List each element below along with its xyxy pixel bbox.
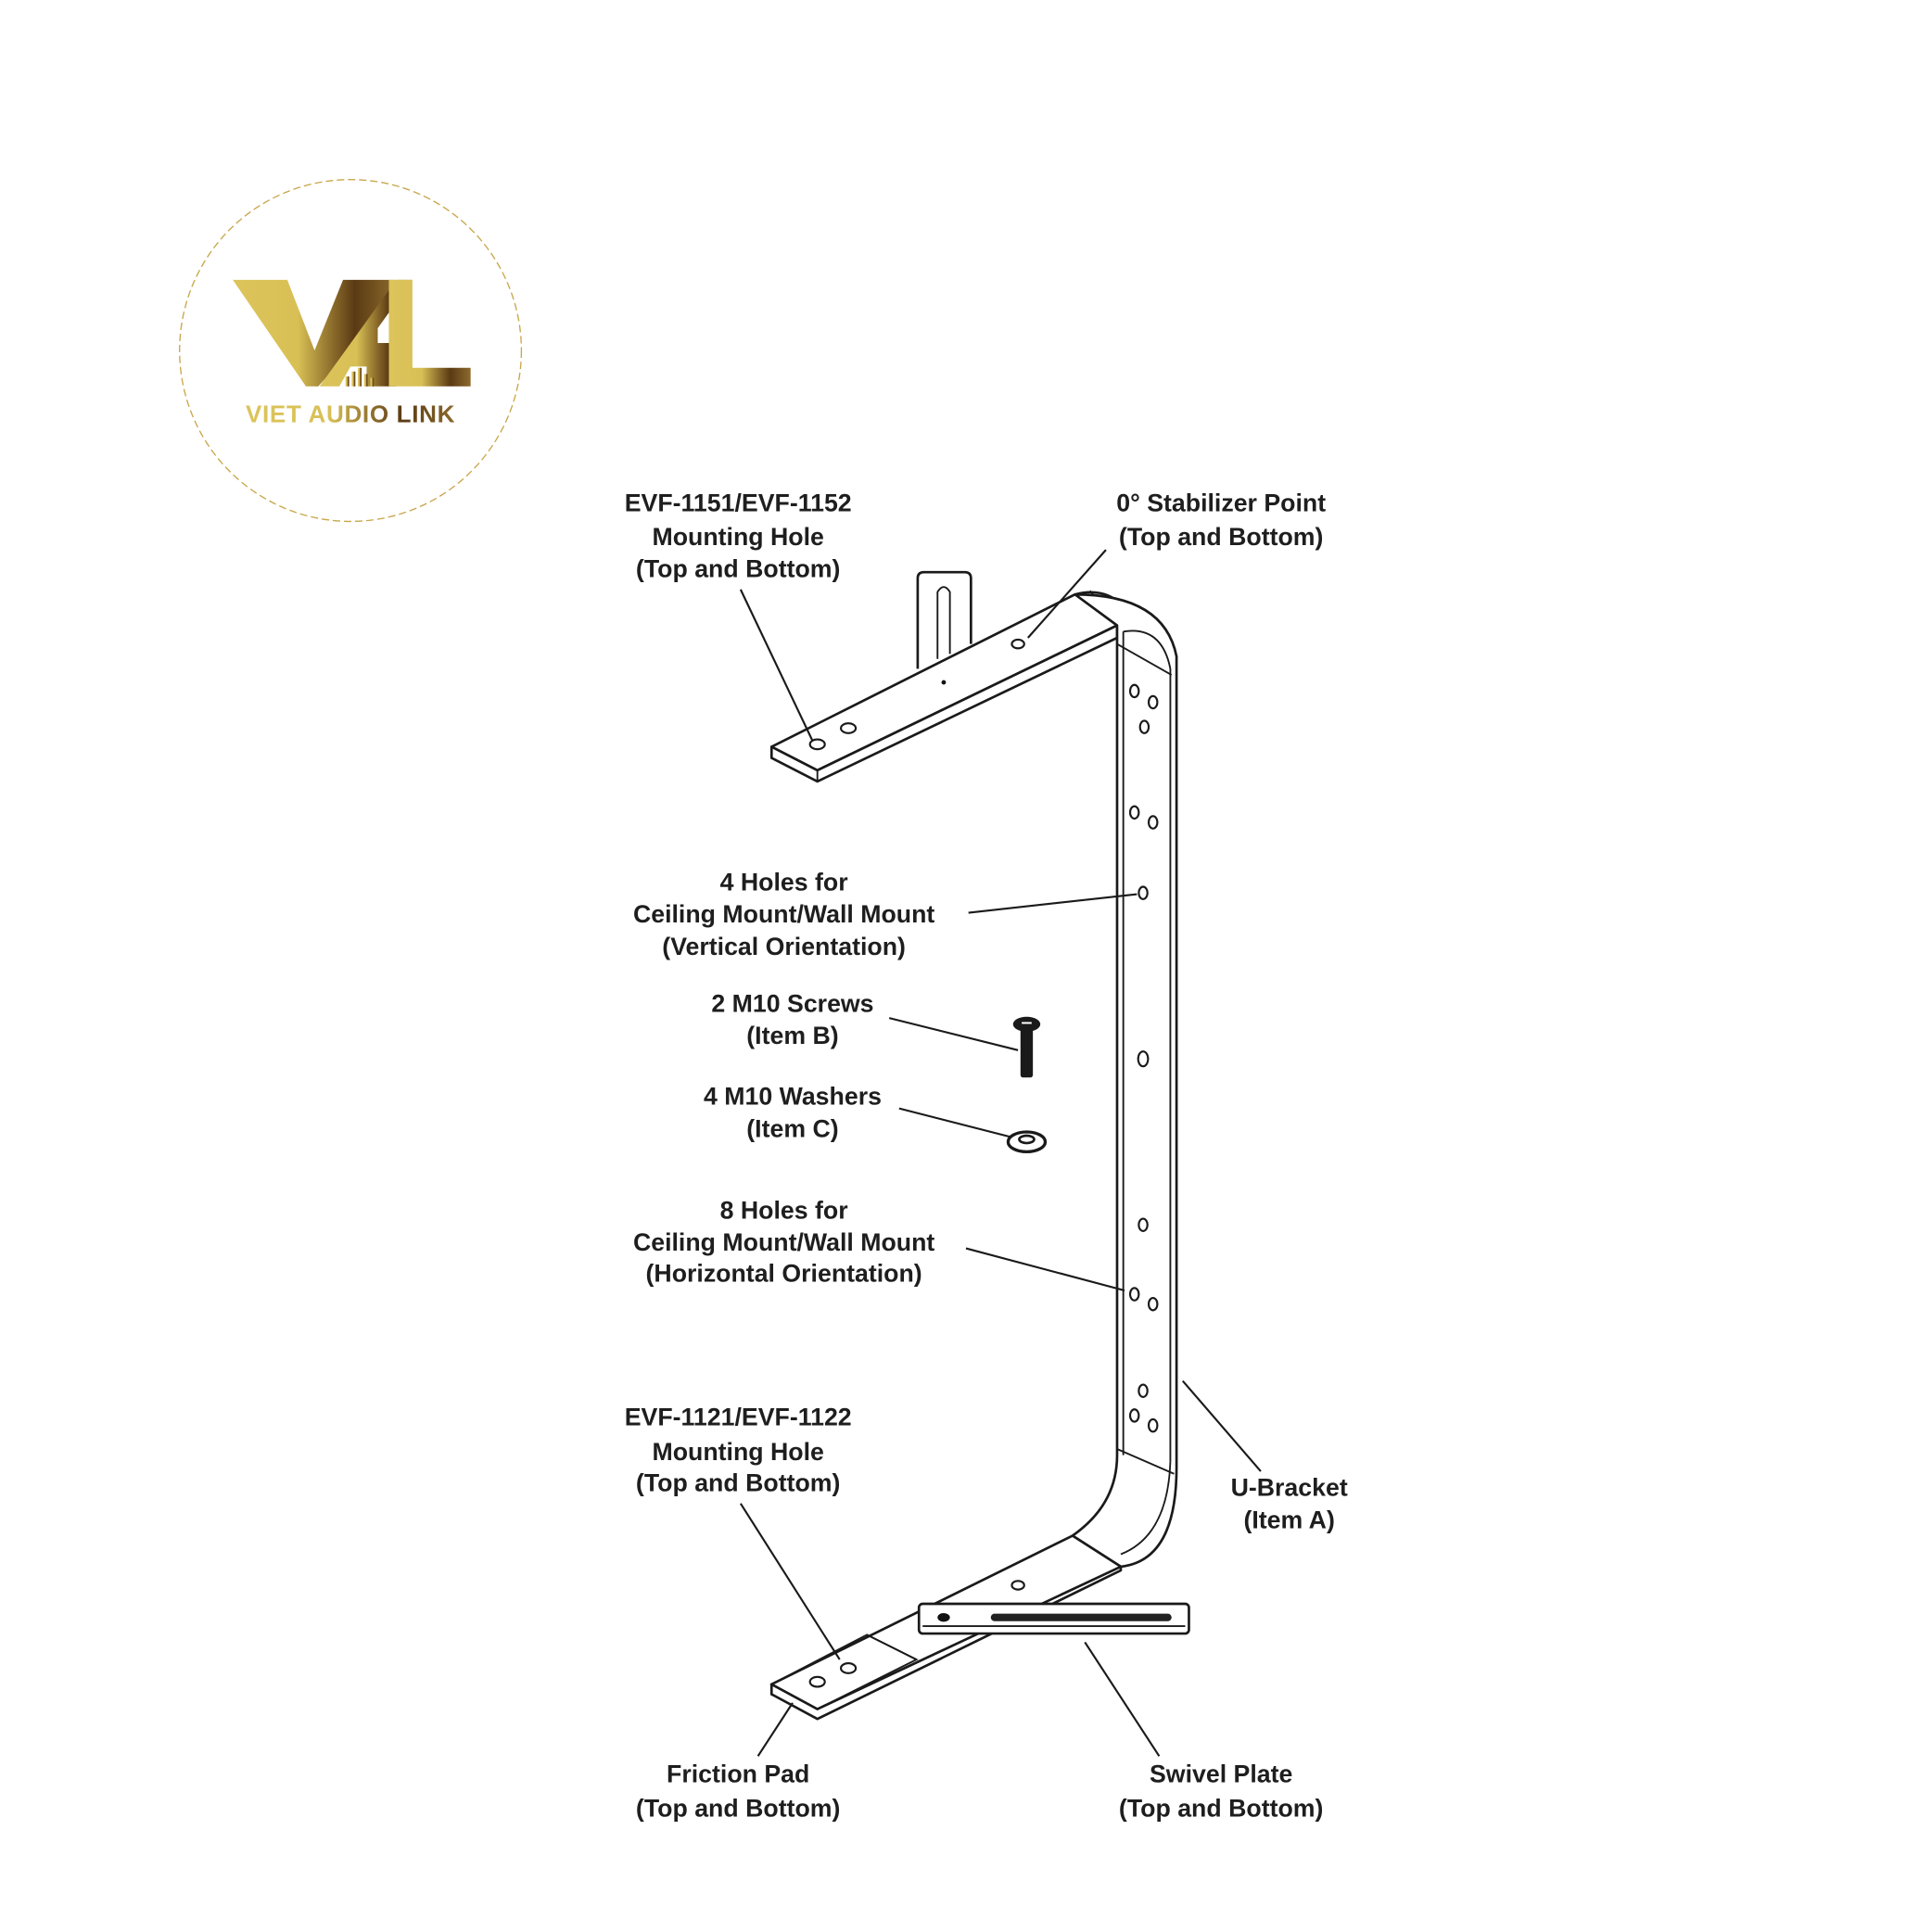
leader-lines: [739, 549, 1262, 1757]
label-line: (Item C): [746, 1114, 838, 1142]
label-bottom-mounting-hole: EVF-1121/EVF-1122 Mounting Hole (Top and…: [625, 1404, 852, 1497]
label-line: Mounting Hole: [652, 523, 823, 551]
label-line: 4 Holes for: [720, 869, 848, 896]
label-stabilizer-point: 0° Stabilizer Point (Top and Bottom): [1116, 489, 1326, 551]
label-line: 4 M10 Washers: [704, 1083, 882, 1111]
label-line: (Top and Bottom): [636, 1468, 840, 1496]
label-line: EVF-1121/EVF-1122: [625, 1404, 852, 1431]
label-u-bracket: U-Bracket (Item A): [1231, 1474, 1348, 1534]
label-vertical-holes: 4 Holes for Ceiling Mount/Wall Mount (Ve…: [633, 869, 934, 960]
label-line: Ceiling Mount/Wall Mount: [633, 1228, 934, 1256]
u-bracket-drawing: [769, 570, 1190, 1721]
vertical-limb: [1071, 592, 1178, 1569]
label-swivel-plate: Swivel Plate (Top and Bottom): [1119, 1760, 1323, 1822]
label-line: (Top and Bottom): [1119, 523, 1323, 551]
label-line: 0° Stabilizer Point: [1116, 489, 1326, 517]
label-washers: 4 M10 Washers (Item C): [704, 1083, 882, 1143]
label-line: 8 Holes for: [720, 1197, 848, 1225]
label-line: Friction Pad: [667, 1760, 809, 1787]
mounting-holes: [808, 638, 1159, 1688]
label-line: 2 M10 Screws: [711, 989, 873, 1017]
label-line: (Horizontal Orientation): [646, 1260, 922, 1288]
label-line: U-Bracket: [1231, 1474, 1348, 1502]
label-line: (Item B): [746, 1022, 838, 1049]
swivel-plate: [917, 1602, 1190, 1635]
m10-washer-icon: [1006, 1130, 1048, 1154]
label-line: (Top and Bottom): [636, 1795, 840, 1823]
label-line: Ceiling Mount/Wall Mount: [633, 900, 934, 928]
label-line: (Item A): [1243, 1506, 1334, 1533]
label-line: (Top and Bottom): [1119, 1795, 1323, 1823]
label-line: (Vertical Orientation): [662, 933, 906, 960]
logo-monogram: [233, 279, 471, 387]
top-stem: [916, 570, 972, 669]
label-top-mounting-hole: EVF-1151/EVF-1152 Mounting Hole (Top and…: [625, 489, 852, 583]
label-line: EVF-1151/EVF-1152: [625, 489, 852, 517]
label-friction-pad: Friction Pad (Top and Bottom): [636, 1760, 840, 1822]
viet-audio-link-logo: VIET AUDIO LINK: [179, 179, 523, 523]
label-line: Swivel Plate: [1150, 1760, 1292, 1787]
m10-screw-icon: [1012, 1016, 1041, 1078]
label-screws: 2 M10 Screws (Item B): [711, 989, 873, 1049]
logo-name: VIET AUDIO LINK: [246, 400, 455, 428]
label-line: (Top and Bottom): [636, 555, 840, 583]
label-line: Mounting Hole: [652, 1438, 823, 1466]
label-horizontal-holes: 8 Holes for Ceiling Mount/Wall Mount (Ho…: [633, 1197, 934, 1288]
